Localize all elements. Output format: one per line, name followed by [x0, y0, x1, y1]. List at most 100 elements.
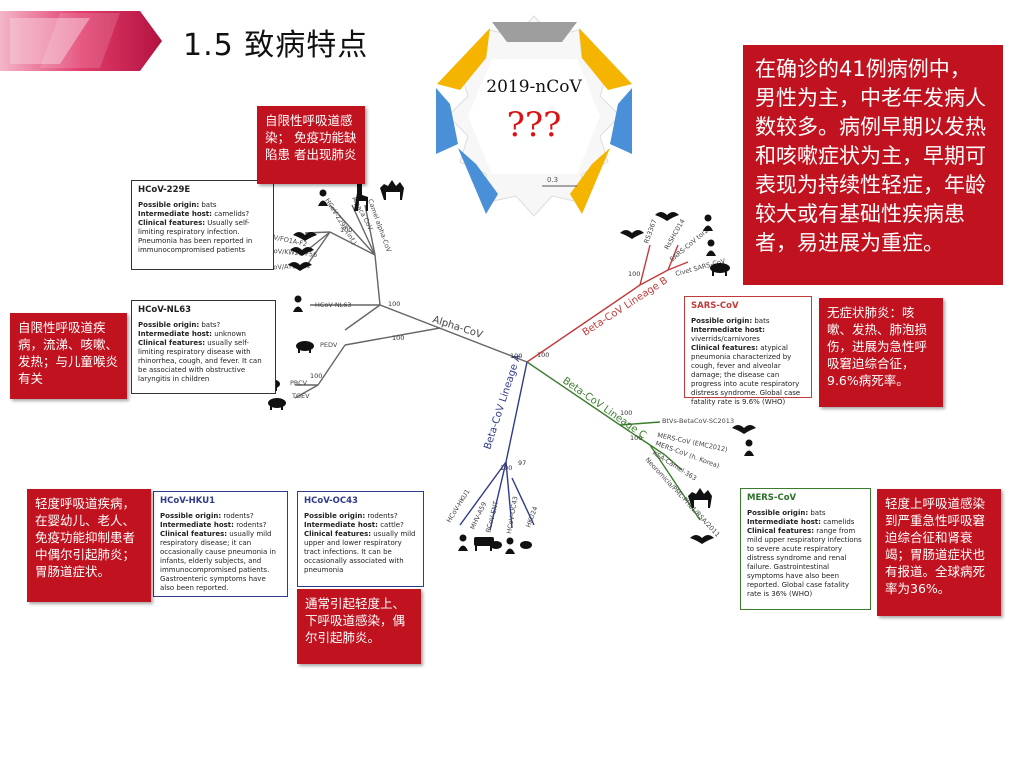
- bat-icon: [620, 230, 644, 239]
- leaf-label: HCoV-HKU1: [445, 488, 472, 524]
- bat-icon: [732, 425, 756, 434]
- info-value: camelids: [823, 518, 855, 526]
- info-label: Clinical features:: [304, 530, 372, 538]
- info-label: Possible origin:: [160, 512, 222, 520]
- info-label: Clinical features:: [138, 339, 206, 347]
- human-icon: [458, 534, 468, 551]
- leaf-label: TGEV: [291, 392, 310, 400]
- note-229e: 自限性呼吸道感染； 免疫功能缺陷患 者出现肺炎: [257, 106, 365, 184]
- bat-icon: [655, 212, 679, 221]
- info-title: HCoV-NL63: [138, 305, 192, 315]
- ncov-question: ???: [507, 105, 562, 145]
- human-icon: [706, 239, 716, 256]
- info-value: usually self-limiting respiratory diseas…: [138, 339, 262, 383]
- civet-icon: [710, 263, 730, 276]
- leaf-label: PRCV: [290, 379, 308, 387]
- info-box-oc43: HCoV-OC43 Possible origin: rodents? Inte…: [297, 491, 424, 587]
- clade-beta-c: Beta-CoV Lineage C: [560, 375, 648, 441]
- bat-icon: [690, 535, 714, 544]
- clade-beta-b: Beta-CoV Lineage B: [581, 275, 670, 338]
- camel-icon: [380, 180, 404, 200]
- info-label: Intermediate host:: [138, 330, 212, 338]
- info-label: Intermediate host:: [160, 521, 234, 529]
- info-label: Possible origin:: [747, 509, 809, 517]
- alpaca-icon: [354, 183, 368, 211]
- info-value: atypical pneumonia characterized by coug…: [691, 344, 801, 406]
- bootstrap-label: 100: [500, 464, 512, 472]
- note-hku1: 轻度呼吸道疾病，在婴幼儿、老人、免疫功能抑制患者中偶尔引起肺炎；胃肠道症状。: [27, 489, 151, 602]
- bootstrap-label: 100: [340, 226, 352, 234]
- bootstrap-label: 100: [620, 409, 632, 417]
- info-label: Possible origin:: [138, 321, 200, 329]
- info-value: bats: [754, 317, 770, 325]
- info-value: bats: [201, 201, 217, 209]
- info-value: cattle?: [380, 521, 404, 529]
- camel-icon: [688, 488, 712, 508]
- bootstrap-label: 100: [310, 372, 322, 380]
- human-icon: [318, 189, 328, 206]
- info-value: range from mild upper respiratory infect…: [747, 527, 862, 598]
- bat-icon: [293, 232, 317, 241]
- info-value: bats?: [201, 321, 221, 329]
- info-value: Usually self-limiting respiratory infect…: [138, 219, 253, 254]
- info-value: rodents?: [223, 512, 254, 520]
- human-icon: [703, 214, 713, 231]
- info-box-hku1: HCoV-HKU1 Possible origin: rodents? Inte…: [153, 491, 288, 597]
- leaf-label: BtCoV/AT1A-F1: [262, 261, 311, 272]
- info-label: Possible origin:: [304, 512, 366, 520]
- note-oc43: 通常引起轻度上、下呼吸道感染，偶尔引起肺炎。: [297, 589, 421, 664]
- bat-icon: [290, 247, 314, 256]
- info-label: Possible origin:: [138, 201, 200, 209]
- note-mers: 轻度上呼吸道感染到严重急性呼吸窘迫综合征和肾衰竭；胃肠道症状也有报道。全球病死率…: [877, 489, 1001, 616]
- pig-icon: [296, 341, 314, 353]
- bootstrap-label: 100: [537, 351, 549, 359]
- pig-icon: [268, 398, 286, 410]
- info-title: HCoV-HKU1: [160, 496, 216, 506]
- leaf-label: RS3367: [642, 218, 658, 244]
- bootstrap-label: 100: [628, 270, 640, 278]
- info-value: usually mild respiratory disease; it can…: [160, 530, 276, 592]
- scale-bar-label: 0.3: [547, 176, 558, 184]
- human-icon: [293, 295, 303, 312]
- info-value: camelids?: [214, 210, 250, 218]
- corner-ribbon: [0, 11, 162, 71]
- mouse-icon: [520, 541, 532, 549]
- bootstrap-label: 97: [518, 459, 526, 467]
- bootstrap-label: 100: [630, 434, 642, 442]
- info-title: HCoV-229E: [138, 185, 191, 195]
- bat-icon: [288, 262, 312, 271]
- human-icon: [744, 439, 754, 456]
- info-value: bats: [810, 509, 826, 517]
- info-label: Intermediate host:: [304, 521, 378, 529]
- bootstrap-label: 100: [392, 334, 404, 342]
- info-value: rodents?: [367, 512, 398, 520]
- clade-beta-a: Beta-CoV Lineage A: [482, 353, 523, 451]
- human-icon: [505, 537, 515, 554]
- info-box-sars: SARS-CoV Possible origin: bats Intermedi…: [684, 296, 812, 406]
- info-title: SARS-CoV: [691, 301, 739, 311]
- info-label: Possible origin:: [691, 317, 753, 325]
- bootstrap-label: 100: [388, 300, 400, 308]
- info-label: Intermediate host:: [747, 518, 821, 526]
- info-title: HCoV-OC43: [304, 496, 358, 506]
- mouse-icon: [490, 541, 502, 549]
- summary-note: 在确诊的41例病例中，男性为主，中老年发病人数较多。病例早期以发热和咳嗽症状为主…: [743, 45, 1003, 285]
- info-label: Clinical features:: [160, 530, 228, 538]
- info-label: Clinical features:: [138, 219, 206, 227]
- bootstrap-label: 100: [510, 352, 522, 360]
- cow-icon: [474, 537, 494, 551]
- info-value: rodents?: [236, 521, 267, 529]
- info-value: usually mild upper and lower respiratory…: [304, 530, 416, 574]
- leaf-label: HCoV-OC43: [505, 496, 519, 535]
- note-nl63: 自限性呼吸道疾病，流涕、咳嗽、发热；与儿童喉炎有关: [10, 313, 127, 399]
- info-label: Clinical features:: [691, 344, 759, 352]
- info-value: unknown: [214, 330, 246, 338]
- info-box-nl63: HCoV-NL63 Possible origin: bats? Interme…: [131, 300, 276, 394]
- info-value: viverrids/carnivores: [691, 335, 760, 343]
- info-box-mers: MERS-CoV Possible origin: bats Intermedi…: [740, 488, 871, 610]
- note-sars: 无症状肺炎：咳嗽、发热、肺泡损伤，进展为急性呼吸窘迫综合征，9.6%病死率。: [819, 298, 943, 407]
- ncov-star: 2019-nCoV ??? 0.3: [436, 15, 632, 217]
- leaf-label: HCoV-NL63: [315, 301, 352, 309]
- page-title: 1.5 致病特点: [183, 28, 369, 63]
- info-box-229e: HCoV-229E Possible origin: bats Intermed…: [131, 180, 274, 270]
